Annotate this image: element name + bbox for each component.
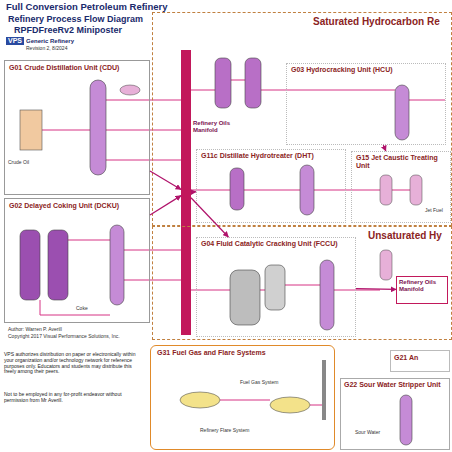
reactor (230, 168, 244, 210)
regenerator (230, 270, 260, 325)
unit-heading: Refinery Oils Manifold (399, 279, 447, 292)
flare-stack (322, 360, 326, 420)
flow-connector (356, 288, 396, 290)
fcc-reactor (265, 265, 285, 310)
coke-drum (48, 230, 68, 300)
unit-heading: G02 Delayed Coking Unit (DCKU) (9, 202, 147, 210)
annotation: Sour Water (355, 430, 380, 436)
stripper-column (400, 395, 412, 445)
reactor (245, 58, 261, 108)
process-unit: G11c Distillate Hydrotreater (DHT) (196, 149, 346, 223)
process-unit: G02 Delayed Coking Unit (DCKU) (4, 198, 150, 323)
vessel (380, 250, 392, 280)
flow-connector (150, 196, 181, 215)
unit-heading: G11c Distillate Hydrotreater (DHT) (201, 152, 343, 160)
coke-drum (20, 230, 40, 300)
stripper-column (300, 165, 314, 215)
unit-heading: G31 Fuel Gas and Flare Systems (157, 349, 329, 357)
poster-title: Full Conversion Petroleum Refinery (6, 2, 168, 13)
annotation: RPFDFreeRv2 Miniposter (14, 25, 122, 35)
annotation: Copyright 2017 Visual Performance Soluti… (8, 334, 148, 340)
unit-heading: Refinery Oils Manifold (193, 120, 233, 133)
annotation: Coke (76, 306, 88, 312)
unit-heading: Saturated Hydrocarbon Re (313, 16, 451, 27)
process-unit: G01 Crude Distillation Unit (CDU) (4, 60, 150, 195)
process-unit: G22 Sour Water Stripper Unit (340, 378, 450, 450)
unit-heading: G22 Sour Water Stripper Unit (344, 381, 448, 389)
unit-heading: G21 An (394, 354, 448, 362)
drum (120, 85, 140, 95)
distillation-column (90, 80, 106, 175)
annotation: Not to be employed in any for-profit end… (4, 392, 144, 404)
annotation: Refinery Flare System (200, 428, 249, 434)
process-unit: G21 An (390, 350, 450, 372)
process-unit: G04 Fluid Catalytic Cracking Unit (FCCU) (196, 237, 356, 337)
unit-heading: G03 Hydrocracking Unit (HCU) (291, 66, 441, 74)
process-unit: G31 Fuel Gas and Flare Systems (150, 345, 335, 450)
main-fractionator (320, 260, 334, 330)
process-line (191, 285, 380, 290)
annotation: Refinery Process Flow Diagram (8, 14, 143, 24)
fractionator (110, 225, 124, 305)
annotation: Revision 2, 8/2024 (26, 46, 67, 52)
annotation: Fuel Gas System (240, 380, 278, 386)
annotation: Generic Refinery (26, 38, 74, 45)
annotation: VPS (6, 37, 24, 45)
flow-connector (150, 171, 181, 189)
unit-heading: G01 Crude Distillation Unit (CDU) (9, 64, 147, 72)
treater-vessel (380, 175, 392, 205)
annotation: VPS authorizes distribution on paper or … (4, 352, 144, 375)
process-unit: Saturated Hydrocarbon Re G03 Hydrocrackin… (152, 12, 452, 226)
knockout-drum (270, 397, 310, 413)
unit-heading: G15 Jet Caustic Treating Unit (356, 154, 448, 169)
treater-vessel (410, 175, 422, 205)
annotation: Jet Fuel (425, 208, 443, 214)
unit-heading: G04 Fluid Catalytic Cracking Unit (FCCU) (201, 240, 355, 248)
process-unit: Unsaturated Hy G04 Fluid Catalytic Cracki… (152, 226, 452, 340)
annotation: Author: Warren P. Averill (8, 327, 62, 333)
reactor (215, 58, 231, 108)
process-line (42, 100, 181, 160)
fractionator (395, 85, 409, 140)
unit-heading: Unsaturated Hy (368, 230, 451, 241)
process-unit: Refinery Oils Manifold (396, 276, 448, 304)
process-unit: Refinery Oils Manifold (181, 50, 191, 335)
knockout-drum (180, 392, 220, 408)
fired-heater (20, 110, 42, 150)
annotation: Crude Oil (8, 160, 29, 166)
process-unit: G03 Hydrocracking Unit (HCU) (286, 63, 446, 145)
